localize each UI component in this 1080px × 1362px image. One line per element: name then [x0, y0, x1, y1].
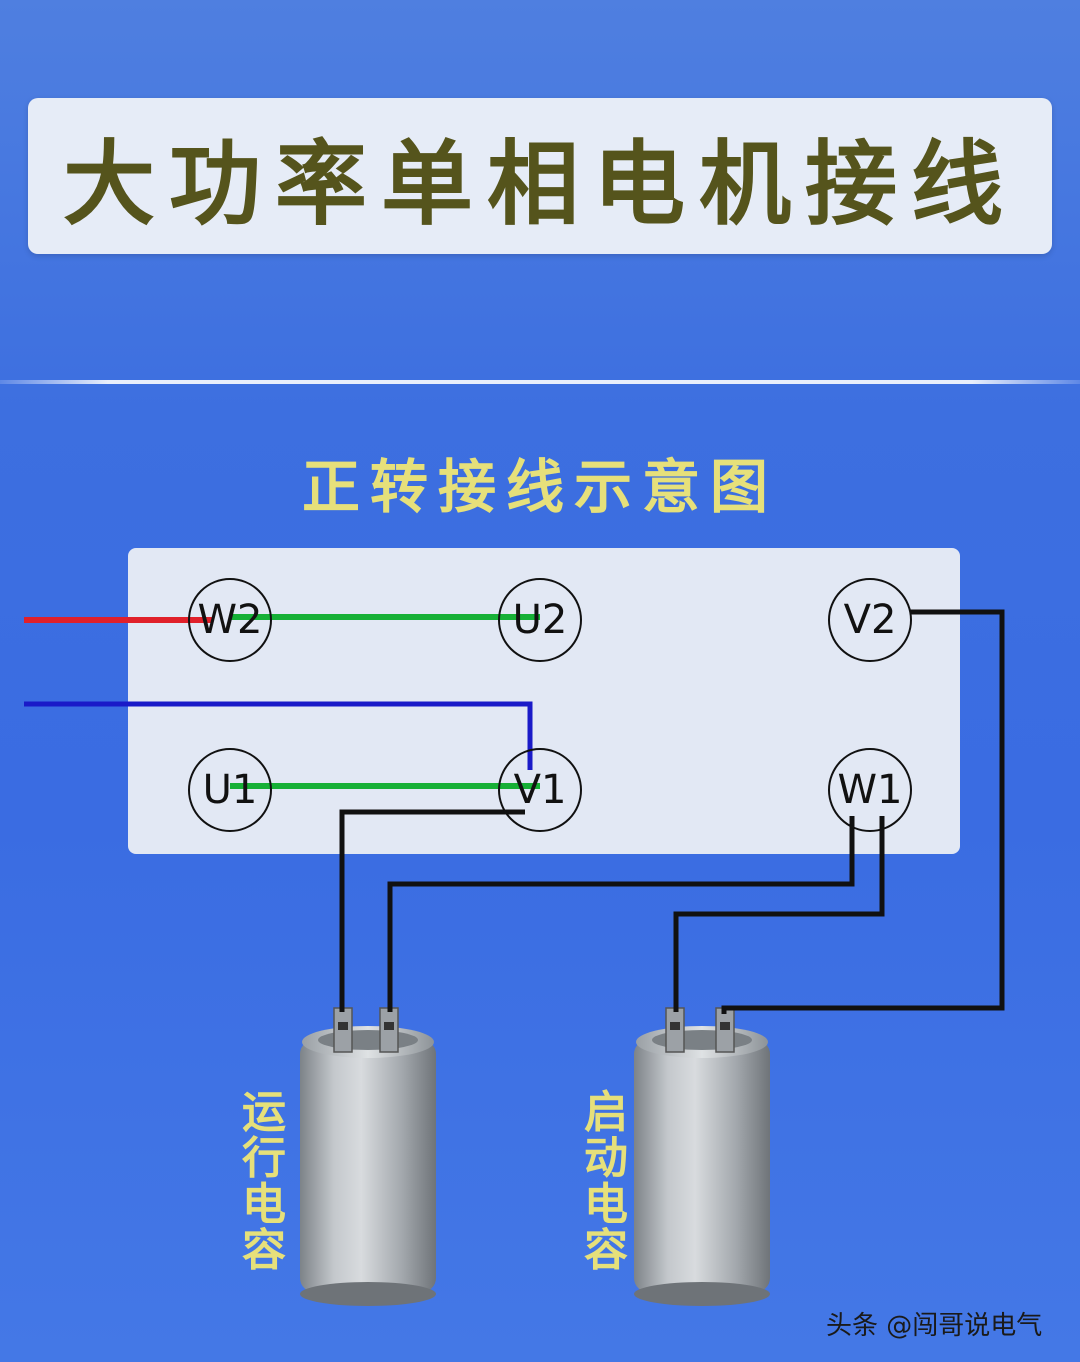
terminal-v2: V2: [828, 578, 912, 662]
terminal-u1: U1: [188, 748, 272, 832]
watermark: 头条 @闯哥说电气: [826, 1311, 1043, 1341]
terminal-u2: U2: [498, 578, 582, 662]
terminal-w1: W1: [828, 748, 912, 832]
neutral-wire: [24, 701, 533, 770]
start-capacitor: [634, 1007, 770, 1306]
terminal-v1: V1: [498, 748, 582, 832]
start-capacitor-label: 启 动 电 容: [584, 1087, 628, 1276]
run-capacitor: [300, 1007, 436, 1306]
title-card: 大功率单相电机接线: [28, 98, 1052, 254]
run-capacitor-label: 运 行 电 容: [242, 1087, 286, 1276]
terminal-w2: W2: [188, 578, 272, 662]
diagram-subtitle: 正转接线示意图: [301, 453, 778, 521]
page-title: 大功率单相电机接线: [62, 130, 1017, 238]
bridge-wires: [230, 614, 540, 789]
capacitor-wires: [339, 609, 1005, 1014]
section-divider: [0, 380, 1080, 384]
